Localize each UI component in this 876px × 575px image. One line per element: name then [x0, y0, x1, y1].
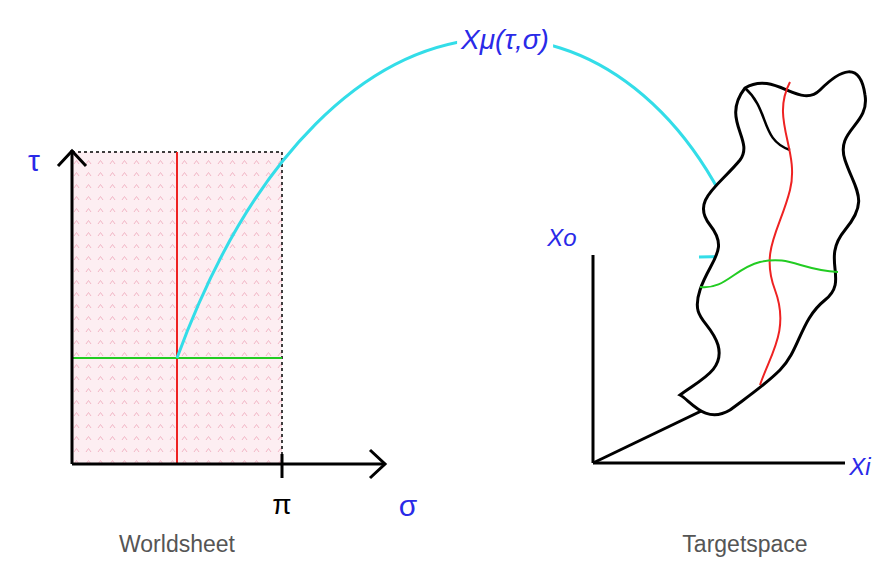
caption-label: Worldsheet [119, 532, 235, 557]
sigma-axis [72, 463, 385, 466]
tau-axis [71, 150, 74, 464]
sigma-const-line [176, 152, 178, 464]
axis-label: Xo [547, 225, 576, 251]
caption-label: Targetspace [682, 532, 807, 557]
axis-label: τ [28, 144, 40, 177]
axis-label: Xi [849, 454, 870, 480]
mapping-arrow [177, 38, 748, 358]
x0-axis [592, 255, 595, 463]
strip-border [72, 152, 282, 464]
sigma-const-curve [760, 82, 792, 385]
map-label: Xμ(τ,σ) [457, 25, 553, 56]
worldsheet-surface [680, 72, 865, 415]
xi-axis [593, 462, 845, 465]
axis-label: σ [399, 489, 418, 522]
pi-tick [281, 454, 284, 478]
axis-arrowhead [370, 450, 385, 478]
worldsheet-strip [72, 152, 282, 464]
tau-const-curve [700, 260, 838, 287]
axis-tick-label: π [272, 490, 291, 521]
axis-arrowhead [58, 151, 86, 166]
